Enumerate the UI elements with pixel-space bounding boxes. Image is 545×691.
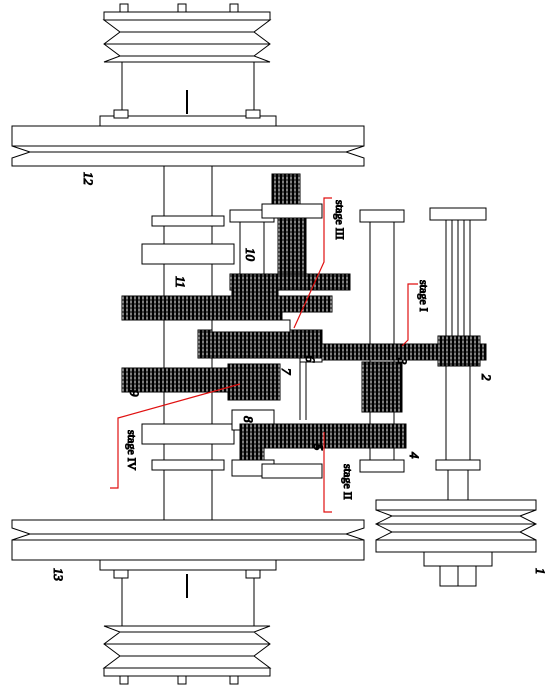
part-label-13: 13 [51, 568, 66, 582]
leader-stage-1 [401, 283, 418, 347]
stage-label-2: stage II [341, 464, 355, 500]
input-pulley-1 [374, 207, 538, 587]
part-label-12: 12 [81, 172, 96, 186]
part-label-7: 7 [279, 368, 294, 375]
leader-lines [110, 197, 418, 513]
stage-label-3: stage III [333, 200, 347, 240]
gear-set [121, 273, 487, 461]
stage-labels: stage I stage II stage III stage IV [125, 200, 432, 501]
part-label-3: 3 [395, 357, 410, 365]
wheel-12 [11, 125, 365, 167]
stage-label-4: stage IV [125, 430, 139, 471]
stage-label-1: stage I [417, 280, 431, 312]
part-label-5: 5 [311, 444, 326, 451]
part-label-8: 8 [241, 416, 256, 423]
part-label-2: 2 [479, 374, 494, 381]
top-pulley [99, 3, 277, 127]
wheel-13 [11, 519, 365, 561]
part-label-6: 6 [303, 356, 318, 363]
leader-stage-4 [110, 383, 241, 489]
part-label-9: 9 [127, 390, 142, 397]
part-label-1: 1 [533, 568, 545, 575]
leader-stage-3 [293, 197, 332, 329]
part-label-11: 11 [173, 276, 188, 288]
shaft-3-4 [359, 209, 405, 473]
leader-stage-2 [323, 432, 332, 513]
part-label-10: 10 [243, 248, 258, 262]
part-label-4: 4 [407, 452, 422, 459]
bottom-pulley [99, 559, 277, 685]
part-labels: 1 2 3 4 5 6 7 8 9 10 11 12 13 [51, 172, 545, 583]
